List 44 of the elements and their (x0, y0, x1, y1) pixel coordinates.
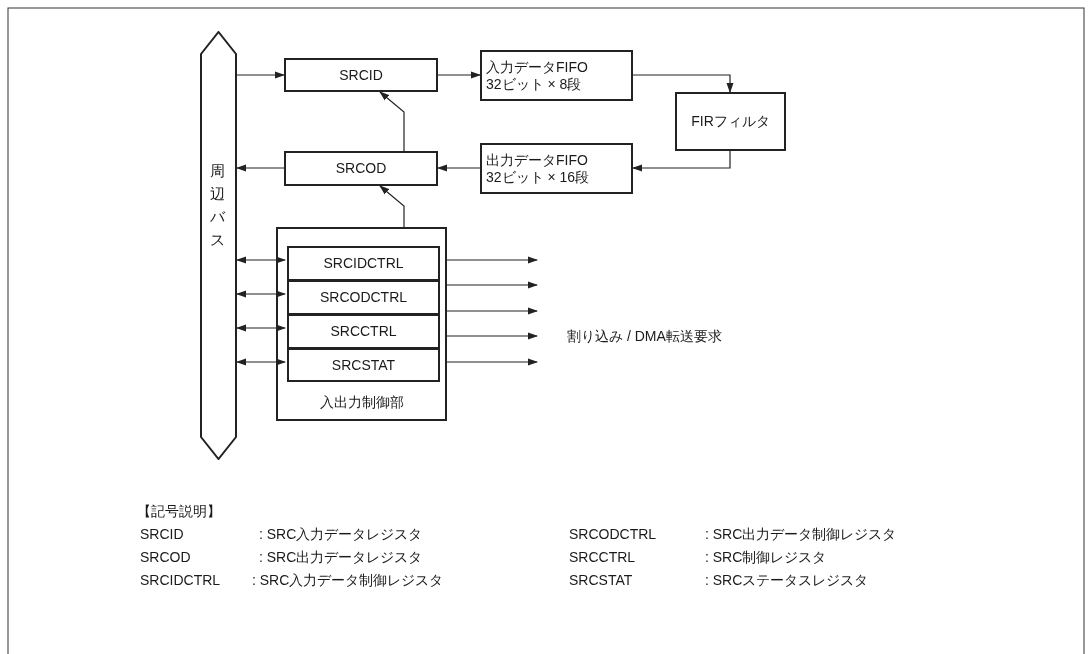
block-box: 入力データFIFO 32ビット × 8段 (480, 50, 633, 101)
register-box: SRCCTRL (287, 314, 440, 349)
bus-shape (200, 31, 237, 460)
block-box: 出力データFIFO 32ビット × 16段 (480, 143, 633, 194)
symbol-name: SRCCTRL (569, 549, 636, 566)
arrow (236, 358, 286, 366)
arrow (379, 91, 405, 152)
bus-label: 周辺バス (209, 161, 225, 250)
symbol-name: SRCIDCTRL (140, 572, 221, 589)
legend-heading: 【記号説明】 (137, 503, 221, 520)
register-box: SRCODCTRL (287, 280, 440, 315)
arrow (379, 185, 405, 228)
symbol-description: : SRC出力データレジスタ (259, 549, 423, 566)
unit-label: 入出力制御部 (318, 394, 405, 411)
symbol-description: : SRCステータスレジスタ (705, 572, 869, 589)
arrow (446, 332, 538, 340)
arrow (446, 281, 538, 289)
arrow (632, 150, 731, 172)
arrow (236, 290, 286, 298)
arrow (446, 358, 538, 366)
arrow (236, 324, 286, 332)
filter-box: FIRフィルタ (675, 92, 786, 151)
symbol-description: : SRC制御レジスタ (705, 549, 827, 566)
register-box: SRCIDCTRL (287, 246, 440, 281)
arrow (446, 307, 538, 315)
symbol-description: : SRC入力データ制御レジスタ (252, 572, 444, 589)
arrow (446, 256, 538, 264)
register-box: SRCSTAT (287, 348, 440, 382)
symbol-name: SRCODCTRL (569, 526, 657, 543)
control-unit-box (276, 227, 447, 421)
arrow (236, 256, 286, 264)
block-box: SRCID (284, 58, 438, 92)
symbol-name: SRCSTAT (569, 572, 633, 589)
symbol-description: : SRC入力データレジスタ (259, 526, 423, 543)
arrow (632, 74, 734, 93)
output-label: 割り込み / DMA転送要求 (567, 328, 722, 345)
arrow (437, 164, 481, 172)
symbol-description: : SRC出力データ制御レジスタ (705, 526, 897, 543)
arrow (236, 71, 285, 79)
block-box: SRCOD (284, 151, 438, 186)
symbol-name: SRCOD (140, 549, 191, 566)
arrow (236, 164, 285, 172)
arrow (437, 71, 481, 79)
symbol-name: SRCID (140, 526, 184, 543)
